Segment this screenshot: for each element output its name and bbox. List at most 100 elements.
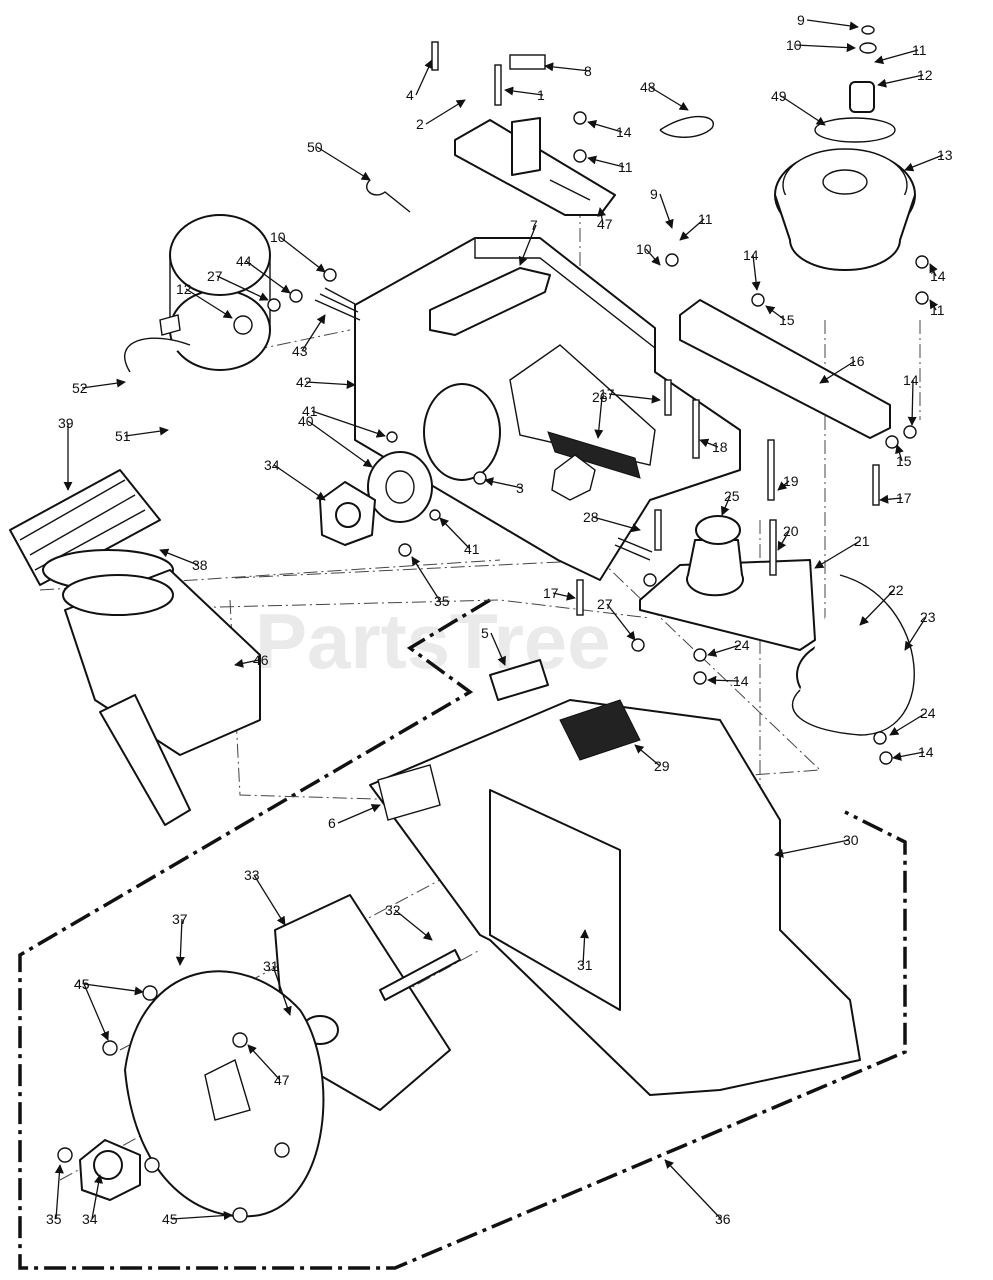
callout-label-43: 43	[292, 343, 308, 359]
callout-label-3: 3	[516, 480, 524, 496]
callout-label-14: 14	[918, 744, 934, 760]
callout-leader-11	[587, 155, 625, 168]
nut-10-top	[859, 42, 877, 54]
callout-label-10: 10	[636, 241, 652, 257]
callout-leader-46	[234, 658, 260, 668]
washer-9-top	[861, 25, 875, 35]
callout-leader-9	[659, 193, 674, 229]
callout-label-39: 39	[58, 415, 74, 431]
callout-label-30: 30	[843, 832, 859, 848]
decal-6	[377, 764, 441, 821]
callout-leader-11	[679, 218, 705, 241]
callout-leader-9	[806, 19, 859, 31]
chute-deflector-pad	[9, 469, 161, 586]
spring-43	[314, 287, 361, 321]
callout-leader-38	[159, 548, 199, 566]
callout-leader-14	[587, 119, 623, 133]
callout-label-12: 12	[917, 67, 933, 83]
callout-leader-6	[337, 804, 381, 824]
callout-label-51: 51	[115, 428, 131, 444]
callout-leader-20	[777, 530, 790, 551]
callout-label-17: 17	[599, 386, 615, 402]
callout-leader-7	[518, 224, 537, 266]
callout-label-16: 16	[849, 353, 865, 369]
callout-label-23: 23	[920, 609, 936, 625]
callout-label-45: 45	[74, 976, 90, 992]
callout-leader-21	[814, 540, 861, 569]
callout-label-34: 34	[82, 1211, 98, 1227]
callout-leader-30	[774, 839, 850, 858]
callout-label-49: 49	[771, 88, 787, 104]
callout-label-21: 21	[854, 533, 870, 549]
callout-label-24: 24	[920, 705, 936, 721]
cap-52	[159, 314, 181, 336]
fan-housing-30	[369, 699, 861, 1096]
callout-leader-12	[877, 74, 924, 88]
callout-leader-14	[907, 379, 917, 426]
callout-leader-37	[175, 918, 185, 966]
callout-label-50: 50	[307, 139, 323, 155]
callout-label-25: 25	[724, 488, 740, 504]
callout-label-14: 14	[733, 673, 749, 689]
callout-label-44: 44	[236, 253, 252, 269]
callout-leader-47	[597, 207, 606, 225]
callout-label-14: 14	[930, 268, 946, 284]
callout-leader-14	[707, 675, 740, 685]
callout-label-12: 12	[176, 281, 192, 297]
hardware-bolts	[431, 41, 880, 616]
callout-label-47: 47	[597, 216, 613, 232]
callout-leader-32	[394, 909, 433, 941]
chute-spring-coil-51	[169, 214, 271, 371]
callout-label-22: 22	[888, 582, 904, 598]
callout-label-32: 32	[385, 902, 401, 918]
callout-label-37: 37	[172, 911, 188, 927]
callout-leader-42	[305, 379, 356, 390]
idler-bracket-arm	[679, 299, 891, 439]
callout-label-11: 11	[912, 42, 927, 58]
callout-label-8: 8	[584, 63, 592, 79]
callout-leader-10	[645, 248, 661, 266]
callout-label-11: 11	[618, 159, 633, 175]
callout-leader-33	[253, 874, 286, 926]
callout-leader-23	[904, 616, 927, 651]
callout-label-29: 29	[654, 758, 670, 774]
callout-label-18: 18	[712, 439, 728, 455]
callout-labels: 1234567899101010111111111212131414141414…	[46, 12, 953, 1227]
callout-leader-4	[415, 59, 433, 96]
callout-leader-19	[777, 480, 790, 491]
pulley-gear-40	[367, 451, 433, 523]
callout-label-27: 27	[207, 268, 223, 284]
callout-label-46: 46	[253, 652, 269, 668]
callout-label-10: 10	[270, 229, 286, 245]
discharge-chute	[62, 569, 261, 826]
retaining-ring-52	[124, 337, 191, 373]
callout-leader-43	[301, 314, 326, 352]
top-bracket-plate	[454, 117, 616, 216]
callout-label-35: 35	[434, 593, 450, 609]
callout-label-41: 41	[302, 403, 318, 419]
callout-leader-44	[245, 260, 291, 294]
callout-label-11: 11	[930, 302, 945, 318]
callout-leader-14	[751, 254, 761, 291]
decal-5	[489, 659, 549, 701]
callout-label-36: 36	[715, 1211, 731, 1227]
callout-leader-47	[247, 1044, 281, 1081]
back-plate-37	[124, 970, 325, 1218]
callout-leaders	[54, 19, 944, 1221]
callout-label-31: 31	[263, 958, 279, 974]
callout-leader-16	[819, 360, 856, 384]
lynch-pin-50	[366, 179, 411, 213]
watermark-text: PartsTree	[255, 597, 611, 685]
callout-label-40: 40	[298, 413, 314, 429]
callout-leader-31	[272, 965, 292, 1016]
callout-leader-17	[552, 591, 576, 601]
callout-leader-41	[311, 410, 386, 438]
callout-leader-15	[895, 444, 904, 462]
idler-pulley	[774, 148, 916, 271]
callout-label-26: 26	[592, 389, 608, 405]
callout-label-34: 34	[264, 457, 280, 473]
callout-leader-25	[720, 495, 731, 516]
callout-label-52: 52	[72, 380, 88, 396]
callout-label-9: 9	[797, 12, 805, 28]
